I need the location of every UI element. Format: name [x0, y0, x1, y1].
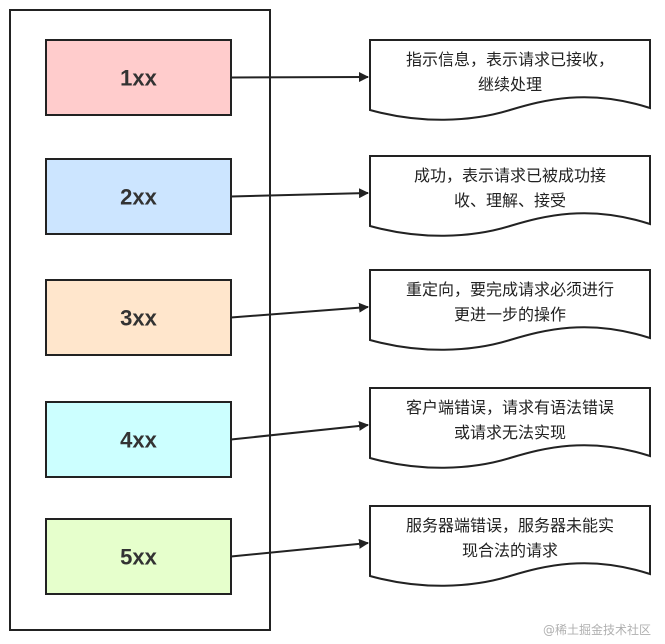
description-line: 指示信息，表示请求已接收， [406, 50, 614, 69]
code-box-5xx [45, 518, 232, 595]
description-line: 现合法的请求 [462, 541, 558, 560]
code-box-2xx [45, 158, 232, 235]
description-line: 更进一步的操作 [454, 305, 566, 324]
description-line: 收、理解、接受 [454, 191, 566, 210]
arrow-connector [230, 538, 369, 558]
code-label: 4xx [120, 428, 157, 453]
description-document [369, 269, 651, 351]
description-document [369, 39, 651, 121]
code-box-1xx [45, 39, 232, 116]
status-row-1xx: 1xx 指示信息，表示请求已接收， 继续处理 [45, 39, 651, 121]
description-document [369, 387, 651, 469]
code-label: 5xx [120, 545, 157, 570]
description-document [369, 505, 651, 587]
code-label: 3xx [120, 306, 157, 331]
watermark: @稀土掘金技术社区 [542, 623, 651, 637]
description-line: 成功，表示请求已被成功接 [414, 166, 606, 185]
code-box-4xx [45, 401, 232, 478]
arrow-connector [230, 302, 369, 319]
description-line: 客户端错误，请求有语法错误 [406, 398, 614, 417]
arrow-connector [230, 188, 369, 199]
arrow-connector [230, 72, 369, 83]
description-line: 或请求无法实现 [454, 423, 566, 442]
code-label: 1xx [120, 66, 157, 91]
description-line: 重定向，要完成请求必须进行 [406, 280, 614, 299]
description-line: 继续处理 [478, 75, 542, 94]
description-line: 服务器端错误，服务器未能实 [406, 516, 614, 535]
arrow-connector [230, 420, 369, 441]
code-box-3xx [45, 279, 232, 356]
description-document [369, 155, 651, 237]
code-label: 2xx [120, 185, 157, 210]
